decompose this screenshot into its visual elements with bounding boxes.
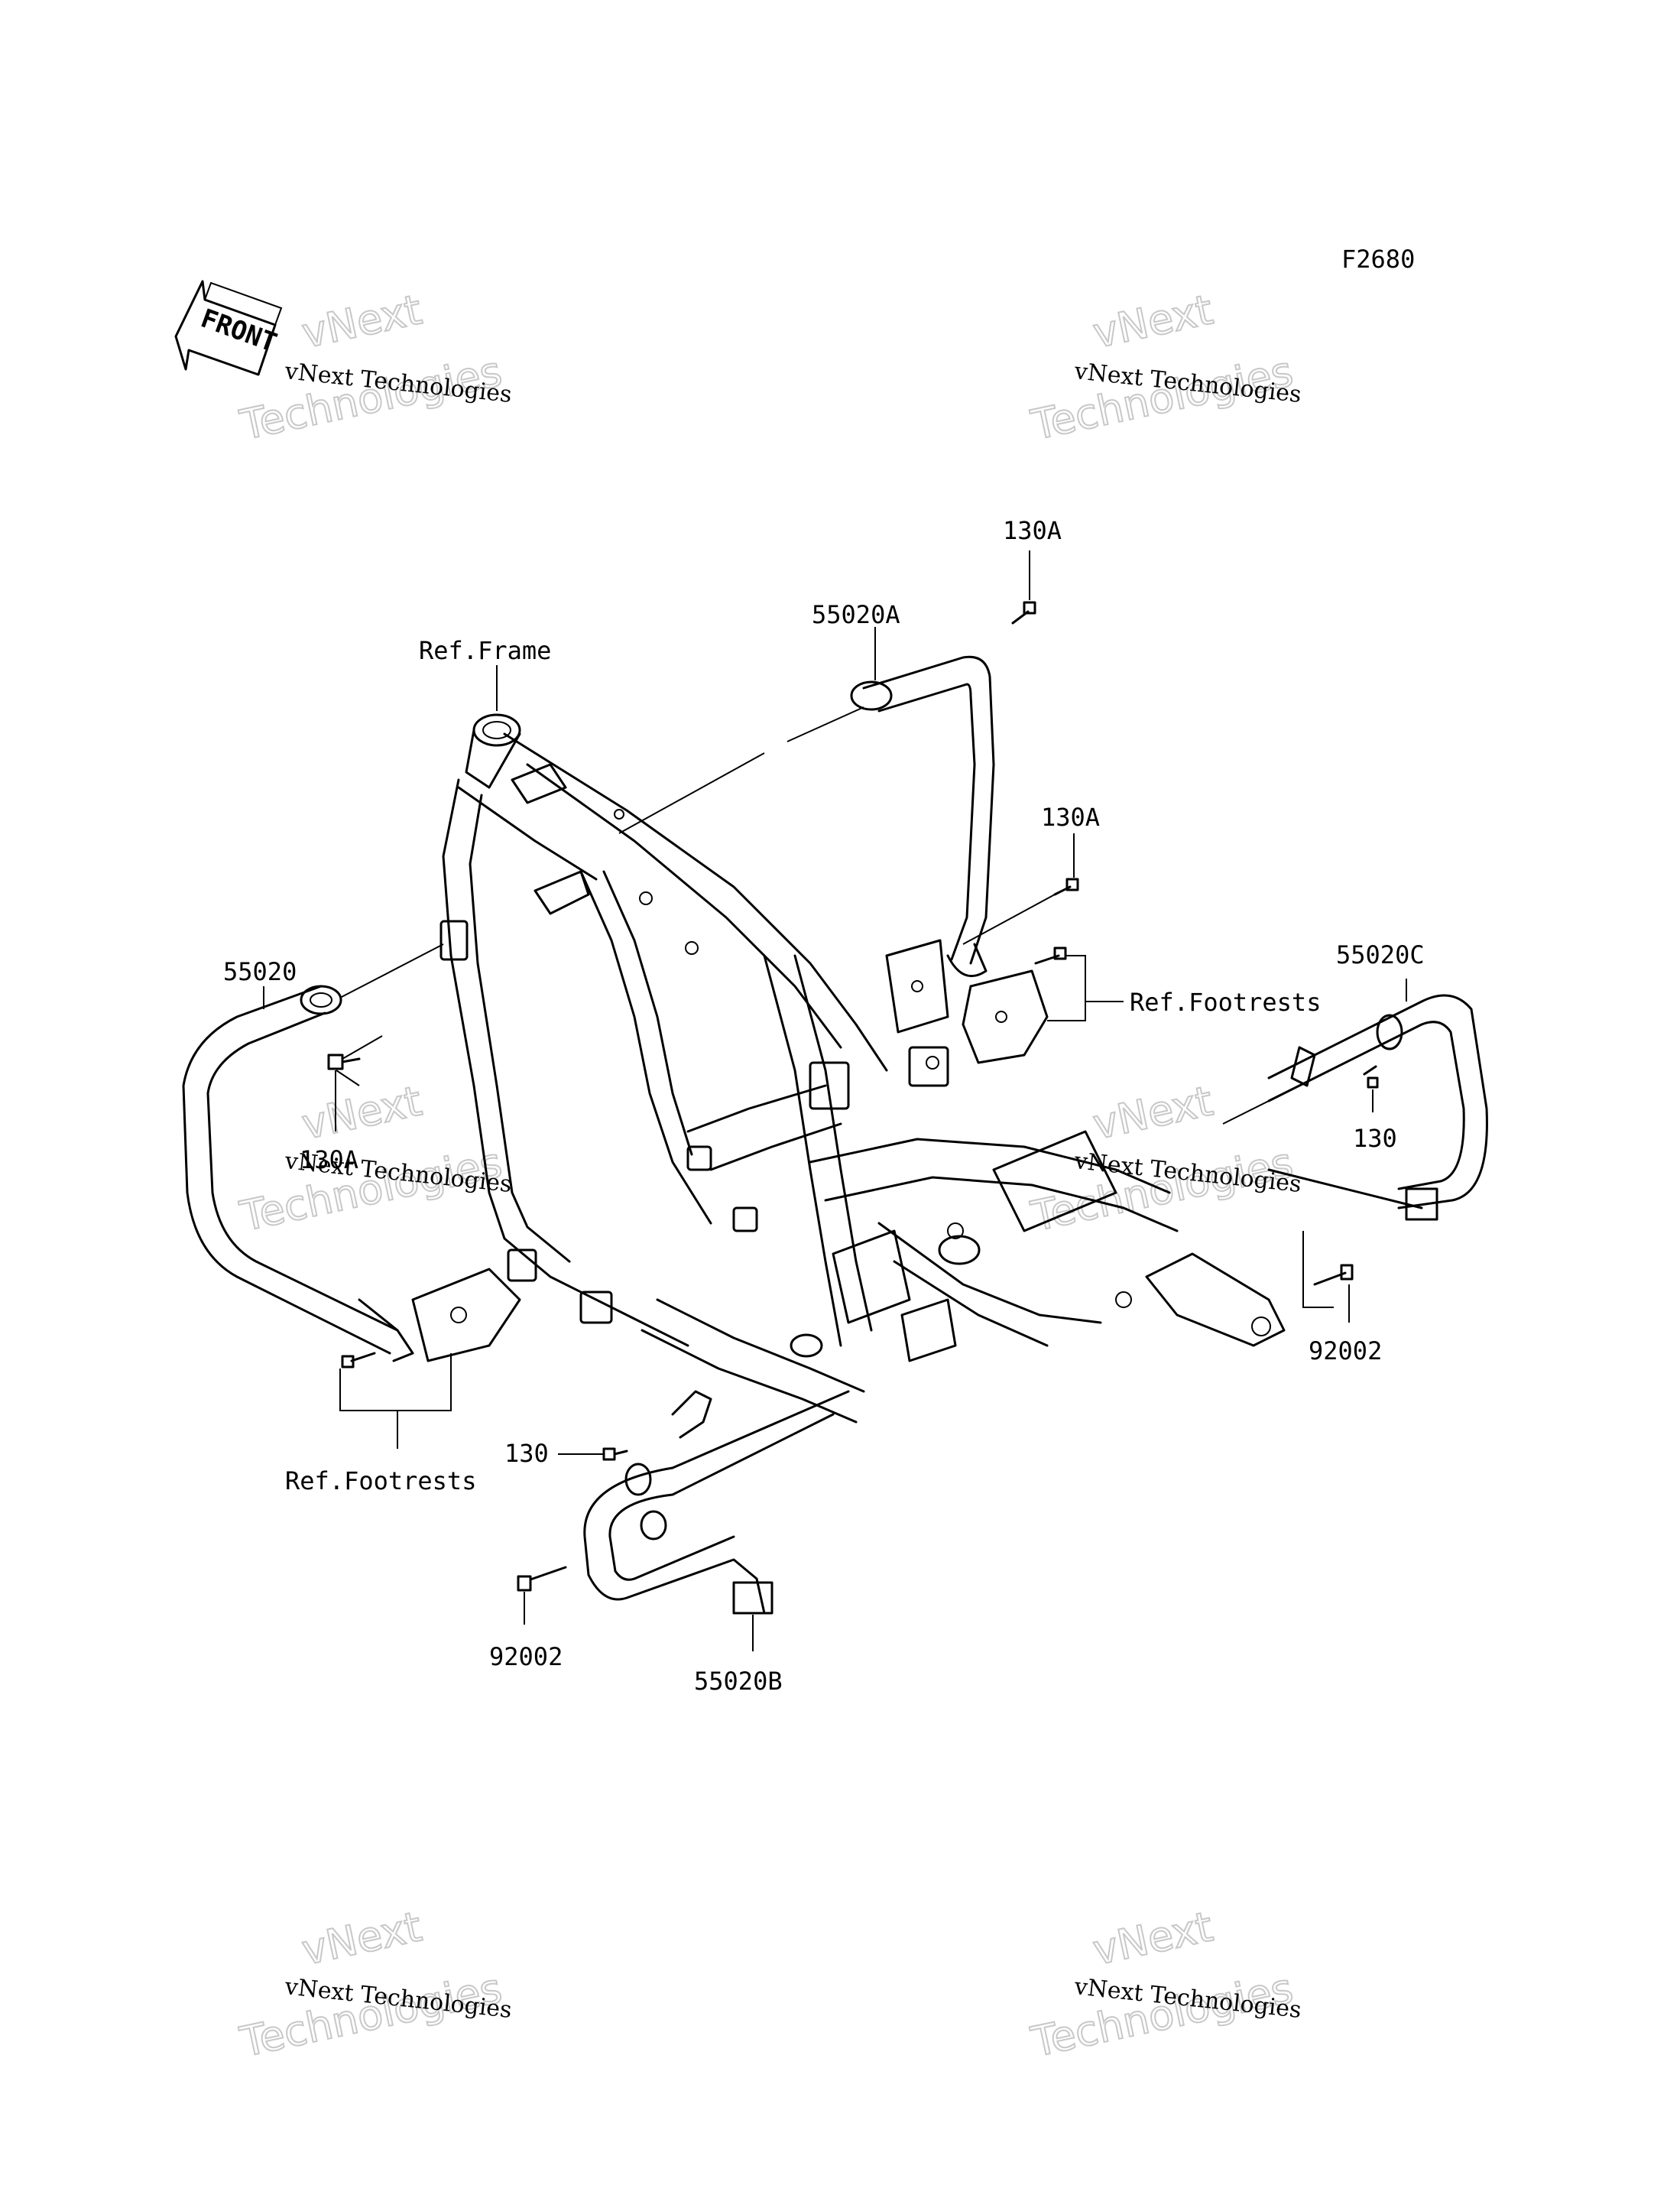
- callout-92002-right: 92002: [1309, 1336, 1382, 1365]
- callout-130-right: 130: [1353, 1124, 1397, 1153]
- part-55020b-guard: [583, 1390, 850, 1615]
- watermark-bottom-right: vNext Technologies vNext Technologies: [1026, 1901, 1303, 2067]
- callout-130-left: 130: [504, 1439, 549, 1468]
- callout-55020b: 55020B: [694, 1667, 783, 1696]
- svg-text:vNext: vNext: [1089, 1902, 1217, 1974]
- callout-130a-top: 130A: [1003, 516, 1062, 545]
- footrest-bracket-lower-left: [341, 1268, 521, 1368]
- bolt-130-left-icon: [602, 1447, 628, 1461]
- callout-55020c: 55020C: [1336, 940, 1425, 969]
- motorcycle-frame: [439, 713, 1286, 1424]
- callout-92002-left: 92002: [489, 1642, 563, 1671]
- callout-130a-mid: 130A: [1041, 803, 1100, 832]
- svg-text:vNext: vNext: [1089, 285, 1217, 357]
- callout-ref-footrests-right: Ref.Footrests: [1130, 988, 1321, 1017]
- callout-55020: 55020: [223, 957, 297, 986]
- bolt-130a-top-icon: [1011, 601, 1036, 625]
- bolt-130a-left-icon: [327, 1054, 361, 1070]
- bolt-92002-right-icon: [1313, 1264, 1354, 1286]
- bolt-130a-mid-icon: [1053, 878, 1079, 896]
- watermark-mid-left: vNext Technologies vNext Technologies: [235, 1076, 514, 1242]
- callout-ref-frame: Ref.Frame: [419, 636, 551, 665]
- figure-code: F2680: [1341, 245, 1415, 274]
- part-55020-guard: [182, 985, 414, 1362]
- part-55020c-guard: [1267, 994, 1488, 1221]
- callout-ref-footrests-left: Ref.Footrests: [285, 1466, 476, 1495]
- svg-text:vNext: vNext: [298, 1902, 426, 1974]
- leader-lines: [263, 550, 1407, 1651]
- watermark-top-left: vNext Technologies vNext Technologies: [235, 284, 514, 450]
- callout-130a-left: 130A: [300, 1145, 358, 1174]
- svg-text:vNext: vNext: [298, 285, 426, 357]
- bolt-92002-left-icon: [517, 1566, 567, 1592]
- svg-text:vNext: vNext: [1089, 1076, 1217, 1148]
- part-55020a-guard: [850, 655, 995, 978]
- svg-text:vNext: vNext: [298, 1076, 426, 1148]
- callout-55020a: 55020A: [812, 600, 900, 629]
- watermark-top-right: vNext Technologies vNext Technologies: [1026, 284, 1303, 450]
- front-arrow-icon: FRONT: [174, 280, 283, 376]
- watermark-bottom-left: vNext Technologies vNext Technologies: [235, 1901, 514, 2067]
- footrest-bracket-upper-right: [885, 939, 1067, 1064]
